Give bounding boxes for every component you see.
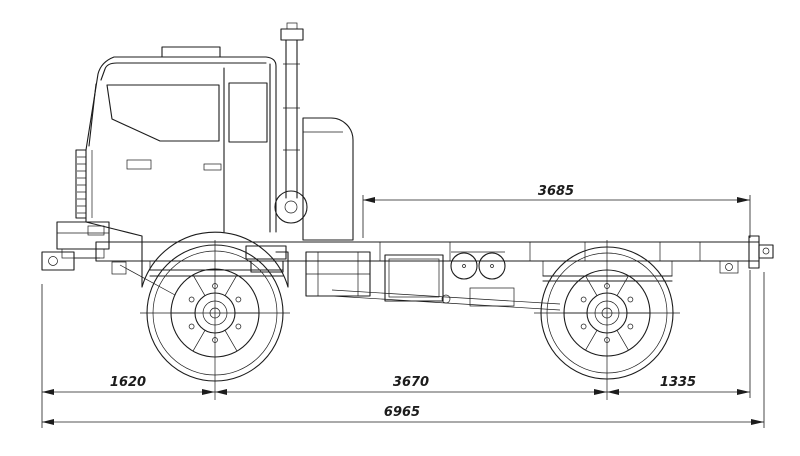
intake-cap-knob xyxy=(286,22,298,30)
center-marks xyxy=(140,240,680,400)
intake-cap xyxy=(280,28,304,41)
cab-outline xyxy=(85,56,277,233)
side-window xyxy=(106,84,220,142)
door-handle xyxy=(203,163,222,171)
underframe-box xyxy=(469,287,515,307)
dimension-annotations: 3685 1620 3670 1335 6965 xyxy=(41,184,765,428)
roof-inner-line xyxy=(100,62,267,81)
cab-lower-edge xyxy=(85,221,143,288)
air-tank-2 xyxy=(478,252,506,280)
steering-link xyxy=(119,264,176,296)
dim-label-front-overhang: 1620 xyxy=(110,375,146,390)
front-axle-centerline xyxy=(140,240,290,400)
front-shackles xyxy=(149,261,284,270)
air-tank-1-center xyxy=(462,264,466,268)
steering-box xyxy=(111,261,127,275)
rear-leaf-spring xyxy=(542,275,673,282)
grille-panel xyxy=(75,149,87,219)
battery-box-lid xyxy=(388,258,440,298)
door-window xyxy=(228,82,268,143)
windshield-edge xyxy=(88,83,97,147)
dim-label-upper-span: 3685 xyxy=(538,184,574,199)
dimension-overall: 6965 xyxy=(42,272,765,428)
dim-label-rear-span: 1335 xyxy=(660,375,696,390)
rear-tow-pin xyxy=(762,247,770,255)
bumper-apron xyxy=(61,248,105,259)
cab-emblem xyxy=(126,159,152,170)
frame-rails xyxy=(95,241,760,262)
rear-hook-bracket xyxy=(719,260,739,274)
headlight xyxy=(87,225,105,236)
dimension-upper-span: 3685 xyxy=(362,184,751,238)
chassis-frame xyxy=(95,235,774,274)
roof-hatch xyxy=(161,46,221,58)
tank-straps xyxy=(306,252,370,296)
front-wheel-arch xyxy=(141,231,289,288)
dim-label-overall: 6965 xyxy=(384,405,420,420)
driveshaft xyxy=(331,289,561,311)
rear-shackles xyxy=(542,261,673,276)
rear-end-plate xyxy=(748,235,760,269)
pipe-clamps xyxy=(283,63,300,151)
rear-axle-centerline xyxy=(534,240,680,400)
driveshaft-joint xyxy=(441,294,451,304)
cab xyxy=(41,46,289,288)
air-cleaner-hub xyxy=(284,200,298,214)
rear-tow-jaw xyxy=(758,244,774,259)
air-cleaner xyxy=(274,190,308,224)
grille-louvers xyxy=(77,156,86,214)
air-tank-1 xyxy=(450,252,478,280)
rear-hook xyxy=(725,263,733,271)
frame-equipment xyxy=(111,251,561,311)
dimension-lower-row: 1620 3670 1335 xyxy=(41,270,751,428)
front-tow-pin xyxy=(48,256,58,266)
suspension xyxy=(149,261,673,282)
front-leaf-spring xyxy=(149,269,284,277)
dim-label-wheelbase: 3670 xyxy=(393,375,429,390)
truck-side-view xyxy=(41,22,774,400)
arch-rear-edge xyxy=(275,251,289,288)
engine-duct xyxy=(302,117,354,241)
air-intake-stack xyxy=(274,22,354,241)
air-tank-2-center xyxy=(490,264,494,268)
intake-pipe xyxy=(285,39,298,199)
crossmembers xyxy=(379,242,701,261)
front-tow-bracket xyxy=(41,251,75,271)
